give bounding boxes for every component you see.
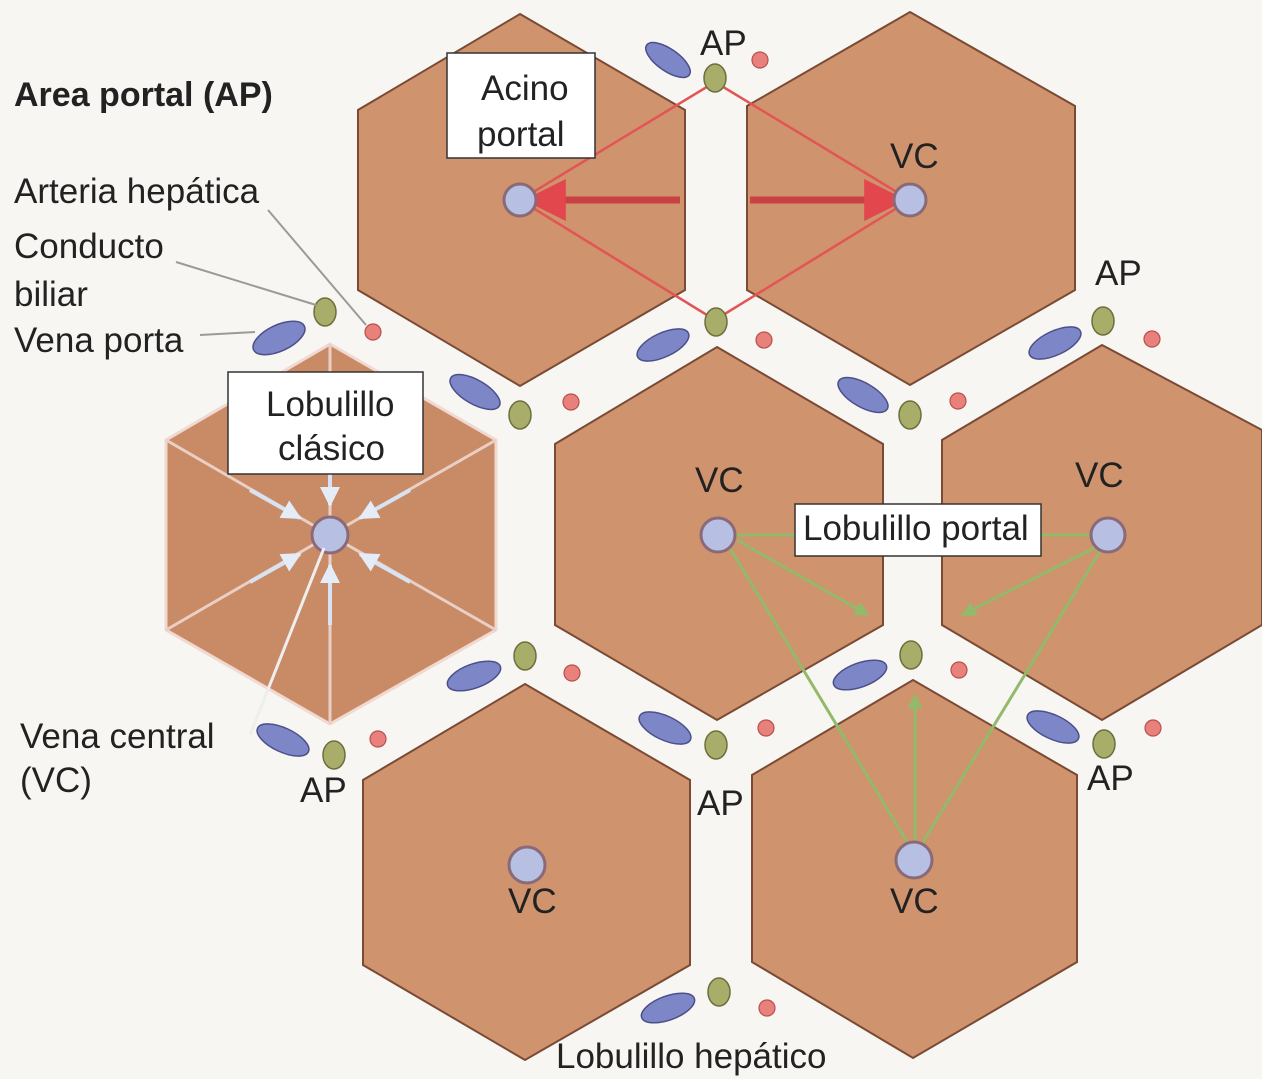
portal-triad bbox=[638, 978, 775, 1029]
central-vein bbox=[1091, 518, 1125, 552]
vc-label: VC bbox=[1075, 456, 1124, 495]
vc-label: VC bbox=[695, 461, 744, 500]
conducto-biliar-label-2: biliar bbox=[14, 275, 88, 314]
lobulillo-hepatico-label: Lobulillo hepático bbox=[556, 1037, 826, 1076]
vc-label: VC bbox=[508, 882, 557, 921]
leader-conducto bbox=[176, 262, 316, 305]
ap-label: AP bbox=[1095, 254, 1142, 293]
lobulillo-portal-label: Lobulillo portal bbox=[803, 509, 1029, 548]
vc-label: VC bbox=[890, 137, 939, 176]
central-vein bbox=[894, 184, 926, 216]
area-portal-label: Area portal (AP) bbox=[14, 76, 273, 114]
lobulillo-clasico-label-2: clásico bbox=[278, 429, 385, 468]
vena-central-label-2: (VC) bbox=[20, 761, 92, 800]
ap-label: AP bbox=[300, 771, 347, 810]
portal-triad bbox=[253, 717, 386, 769]
vena-central-label-1: Vena central bbox=[20, 717, 215, 756]
central-vein bbox=[509, 847, 545, 883]
acino-label-2: portal bbox=[477, 115, 565, 154]
portal-triad bbox=[444, 642, 580, 697]
leader-vena-porta bbox=[200, 332, 255, 335]
acino-label-1: Acino bbox=[481, 69, 569, 108]
central-vein bbox=[312, 517, 348, 553]
central-vein bbox=[896, 842, 932, 878]
vena-porta-label: Vena porta bbox=[14, 321, 184, 360]
ap-label: AP bbox=[1087, 759, 1134, 798]
ap-label: AP bbox=[697, 784, 744, 823]
central-vein bbox=[504, 184, 536, 216]
arteria-hepatica-label: Arteria hepática bbox=[14, 172, 260, 211]
conducto-biliar-label-1: Conducto bbox=[14, 227, 164, 266]
central-vein bbox=[701, 518, 735, 552]
vc-label: VC bbox=[890, 882, 939, 921]
ap-label: AP bbox=[700, 24, 747, 63]
lobulillo-clasico-label-1: Lobulillo bbox=[266, 385, 394, 424]
